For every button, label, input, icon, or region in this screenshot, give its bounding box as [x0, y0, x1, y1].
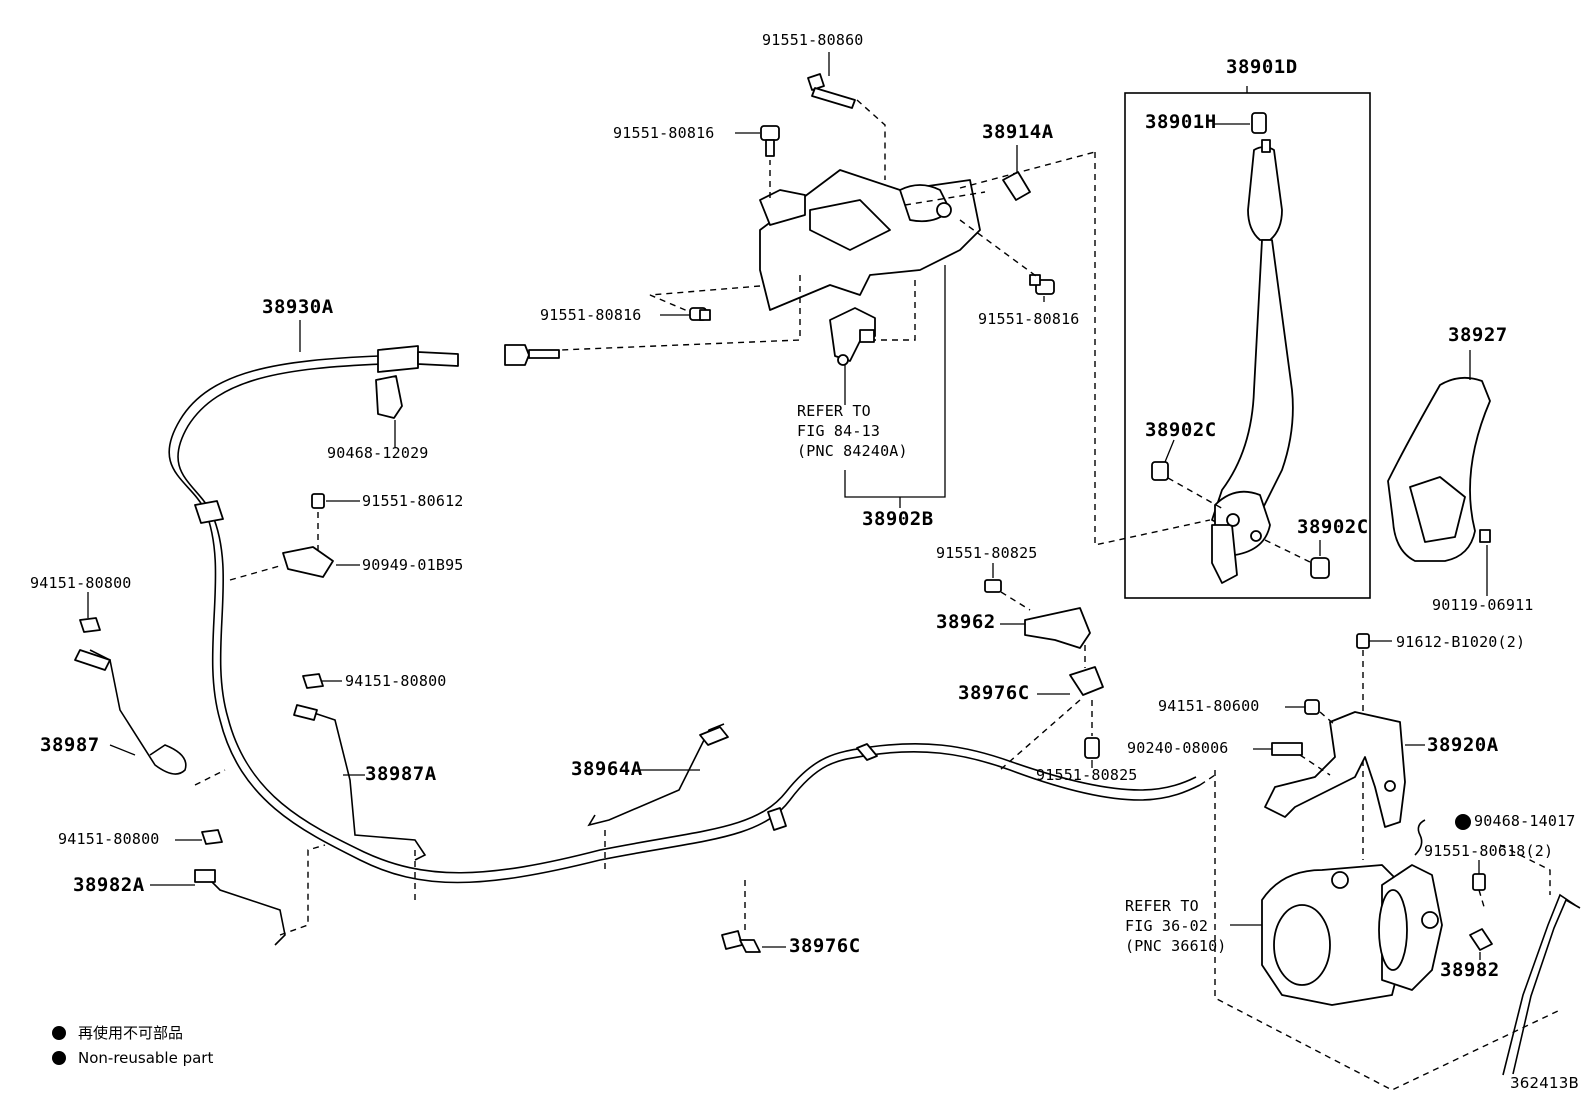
label-94151-80800-left: 94151-80800 — [30, 574, 132, 592]
front-cable-38930A — [168, 344, 1201, 884]
bushing-38902C-lower — [1310, 557, 1330, 579]
label-90468-12029: 90468-12029 — [327, 444, 429, 462]
bolt-91551-80825-upper — [984, 579, 1002, 593]
switch-84240A — [829, 307, 876, 366]
label-38901H: 38901H — [1145, 111, 1217, 133]
lever-cover-38927 — [1387, 376, 1491, 562]
label-38930A: 38930A — [262, 296, 334, 318]
label-91551-80825-upper: 91551-80825 — [936, 544, 1038, 562]
bolt-91551-80816-right — [1029, 274, 1055, 295]
label-94151-80600: 94151-80600 — [1158, 697, 1260, 715]
brake-caliper-36610 — [1261, 864, 1443, 1006]
bolt-90240-08006 — [1271, 742, 1303, 756]
label-38987: 38987 — [40, 734, 100, 756]
label-90119-06911: 90119-06911 — [1432, 596, 1534, 614]
bushing-38902C-upper — [1151, 461, 1169, 481]
bolt-91612-B1020 — [1356, 633, 1370, 649]
lever-bracket-38902B — [759, 169, 981, 311]
refer-note-36-02: REFER TO FIG 36-02 (PNC 36610) — [1125, 898, 1227, 955]
refer-line-3: (PNC 84240A) — [797, 442, 908, 460]
refer-line-2: FIG 36-02 — [1125, 917, 1209, 935]
label-91551-80860: 91551-80860 — [762, 31, 864, 49]
clamp-90949-01B95 — [282, 546, 334, 578]
label-38902B: 38902B — [862, 508, 934, 530]
legend-dot-icon — [52, 1026, 66, 1040]
label-91551-80816-right: 91551-80816 — [978, 310, 1080, 328]
label-38901D: 38901D — [1226, 56, 1298, 78]
label-38914A: 38914A — [982, 121, 1054, 143]
bracket-38920A — [1264, 711, 1406, 828]
label-91612-B1020: 91612-B1020(2) — [1396, 633, 1526, 651]
legend-jp-text: 再使用不可部品 — [78, 1024, 184, 1042]
label-38982A: 38982A — [73, 874, 145, 896]
bolt-91551-80860 — [807, 73, 856, 109]
label-90949-01B95: 90949-01B95 — [362, 556, 464, 574]
label-38920A: 38920A — [1427, 734, 1499, 756]
label-91551-80618: 91551-80618(2) — [1424, 842, 1554, 860]
label-90468-14017: 90468-14017 — [1474, 812, 1576, 830]
rear-cable — [1502, 893, 1576, 1076]
bolt-91551-80816-top — [760, 125, 780, 157]
collar-38914A — [1002, 171, 1031, 201]
label-90240-08006: 90240-08006 — [1127, 739, 1229, 757]
label-94151-80800-low: 94151-80800 — [58, 830, 160, 848]
non-reusable-marker — [1455, 814, 1471, 830]
bracket-38976C-mid — [1069, 666, 1104, 696]
label-91551-80816-top: 91551-80816 — [613, 124, 715, 142]
bolt-91551-80816-left — [689, 307, 711, 321]
wire-38987 — [74, 649, 187, 775]
nut-94151-80800-left — [79, 617, 101, 633]
bolt-91551-80618 — [1472, 873, 1486, 891]
refer-line-3: (PNC 36610) — [1125, 937, 1227, 955]
label-38927: 38927 — [1448, 324, 1508, 346]
refer-line-2: FIG 84-13 — [797, 422, 881, 440]
wire-38987A — [293, 704, 427, 861]
clip-90468-14017 — [1414, 819, 1426, 856]
bracket-38982 — [1469, 928, 1493, 951]
label-38982: 38982 — [1440, 959, 1500, 981]
lever-button-cap — [1251, 112, 1267, 134]
bolt-91551-80825-lower — [1084, 737, 1100, 759]
bolt-38976C-lower — [721, 930, 743, 950]
label-94151-80800-mid: 94151-80800 — [345, 672, 447, 690]
label-38902C-upper: 38902C — [1145, 419, 1217, 441]
label-38976C-lower: 38976C — [789, 935, 861, 957]
wire-38964A — [587, 723, 725, 827]
legend-dot-icon — [52, 1051, 66, 1065]
bolt-91551-80612 — [311, 493, 325, 509]
label-38902C-lower: 38902C — [1297, 516, 1369, 538]
label-38976C-mid: 38976C — [958, 682, 1030, 704]
legend-en-text: Non-reusable part — [78, 1049, 214, 1067]
bracket-38962 — [1024, 607, 1091, 649]
nut-94151-80600 — [1304, 699, 1320, 715]
nut-94151-80800-low — [201, 829, 223, 845]
label-38987A: 38987A — [365, 763, 437, 785]
parking-brake-lever — [1211, 139, 1294, 584]
refer-line-1: REFER TO — [797, 402, 871, 420]
refer-line-1: REFER TO — [1125, 897, 1199, 915]
bracket-38982A — [194, 869, 286, 946]
label-91551-80825-lower: 91551-80825 — [1036, 766, 1138, 784]
label-91551-80612: 91551-80612 — [362, 492, 464, 510]
label-38964A: 38964A — [571, 758, 643, 780]
figure-id: 362413B — [1510, 1074, 1579, 1092]
label-38962: 38962 — [936, 611, 996, 633]
label-91551-80816-left: 91551-80816 — [540, 306, 642, 324]
clip-90468-12029 — [375, 375, 403, 419]
nut-94151-80800-mid — [302, 673, 324, 689]
refer-note-84-13: REFER TO FIG 84-13 (PNC 84240A) — [797, 403, 908, 460]
screw-90119-06911 — [1479, 529, 1491, 543]
legend-en: Non-reusable part — [52, 1049, 213, 1067]
legend-jp: 再使用不可部品 — [52, 1022, 183, 1043]
